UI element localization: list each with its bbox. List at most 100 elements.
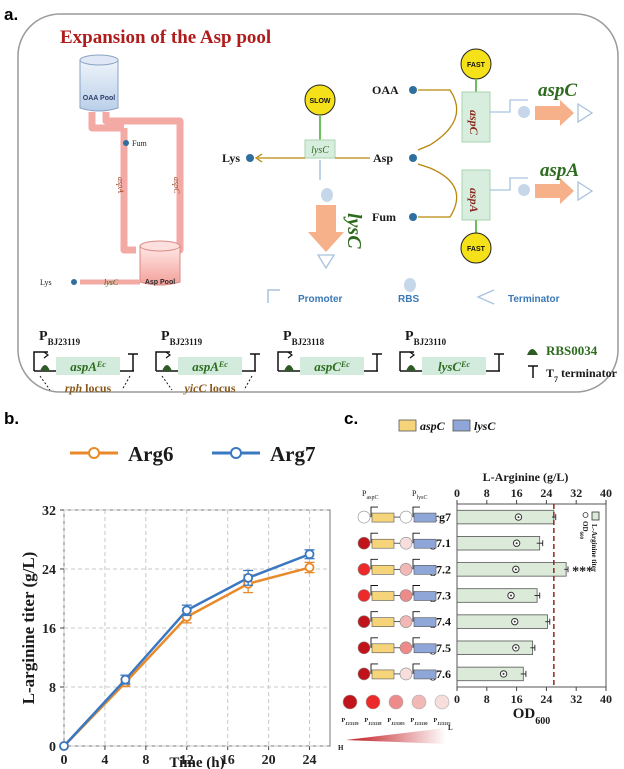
aspC-promoter-arrow xyxy=(370,506,378,518)
bottom-tick-label: 8 xyxy=(484,692,490,706)
locus-word: locus xyxy=(206,381,235,395)
terminator-icon xyxy=(476,289,495,305)
t7-text: T7 terminator xyxy=(546,366,618,384)
locus-name: rph xyxy=(65,381,83,395)
bottom-tick-label: 24 xyxy=(540,692,552,706)
lysC-gene-block xyxy=(413,565,437,575)
promoter-letter: P xyxy=(283,329,292,344)
x-tick-label: 8 xyxy=(142,753,149,768)
panel-c: c. aspC lysC 00881616242432324040L-Argin… xyxy=(338,409,612,752)
construct-gene-box xyxy=(300,357,364,375)
gene-name: aspA xyxy=(70,359,97,374)
strength-dot xyxy=(365,694,381,710)
x-axis-label: Time (h) xyxy=(169,755,224,769)
top-tick-label: 16 xyxy=(511,486,523,500)
aspC-promoter-strength-dot xyxy=(357,510,371,524)
lysC-promoter-strength-dot xyxy=(399,615,413,628)
titer-bar xyxy=(456,536,541,551)
aspA-enzyme-box xyxy=(461,169,491,221)
lysC-promoter-strength-dot xyxy=(399,563,413,576)
bottom-axis-label: OD600 xyxy=(513,706,551,727)
od-point-center xyxy=(515,542,518,545)
top-tick-label: 8 xyxy=(484,486,490,500)
construct-terminator-icon xyxy=(494,353,504,371)
construct-rbs-icon xyxy=(40,365,50,371)
side-od-text: OD xyxy=(581,521,589,532)
top-tick-label: 24 xyxy=(540,486,552,500)
lysC-promoter-arrow xyxy=(412,558,420,570)
strength-label: PJ23105 xyxy=(387,718,405,726)
construct-rbs-icon xyxy=(162,365,172,371)
lysC-promoter-arrow xyxy=(412,611,420,622)
y-tick-label: 32 xyxy=(42,504,56,519)
construct-rbs-icon xyxy=(406,365,416,371)
panel-c-label: c. xyxy=(344,409,358,428)
lysC-gene-block xyxy=(413,538,437,549)
strength-label: PJ23110 xyxy=(411,718,429,726)
promoter-aspC-label: PaspC xyxy=(362,489,378,501)
titer-bar xyxy=(456,562,567,577)
aspC-promoter-strength-dot xyxy=(357,563,371,576)
aspC-gene-arrow xyxy=(535,100,574,126)
aspC-enzyme-box xyxy=(461,91,491,143)
gene-name: aspC xyxy=(314,359,341,374)
promoter-icon xyxy=(267,289,280,303)
aspA-gene-label: aspA xyxy=(540,160,579,181)
aspC-promoter-strength-dot xyxy=(357,615,371,628)
y-tick-label: 8 xyxy=(49,681,56,696)
od-point-center xyxy=(513,620,516,623)
strength-label: PJ23115 xyxy=(434,718,452,726)
promoter-sub: BJ23119 xyxy=(170,337,203,347)
construct-promoter-arrowhead xyxy=(409,351,415,359)
promoter-letter: P xyxy=(405,329,414,344)
data-point xyxy=(243,572,254,583)
lys-dot xyxy=(246,154,254,162)
x-tick-label: 16 xyxy=(221,753,235,768)
lysC-promoter-arrow xyxy=(412,506,420,518)
panel-a-title: Expansion of the Asp pool xyxy=(60,27,271,48)
sub: lysC xyxy=(416,495,427,501)
construct-legend: RBS0034 T7 terminator xyxy=(527,343,618,384)
top-axis-label: L-Arginine (g/L) xyxy=(483,470,569,484)
p: P xyxy=(387,718,391,724)
sub: J23118 xyxy=(368,721,382,726)
strength-dot xyxy=(411,694,427,710)
aspC-enzyme-label: aspC xyxy=(467,110,481,136)
aspC-gene-block xyxy=(371,591,395,601)
side-legend-od-marker xyxy=(582,512,589,518)
t7-icon xyxy=(528,365,538,378)
bottom-tick-label: 40 xyxy=(600,692,612,706)
aspC-promoter-strength-dot xyxy=(357,589,371,602)
legend-marker xyxy=(88,447,100,459)
construct-promoter-icon xyxy=(33,351,48,371)
aspA-promoter xyxy=(490,177,528,191)
lysC-rbs xyxy=(321,188,333,202)
sub: J23119 xyxy=(345,721,359,726)
y-tick-label: 24 xyxy=(42,563,56,578)
x-tick-label: 20 xyxy=(262,753,276,768)
fum-small-label: Fum xyxy=(132,139,147,148)
promoter-sub: BJ23118 xyxy=(292,337,325,347)
lysC-gene-arrow xyxy=(308,205,344,252)
aspC-promoter-arrow xyxy=(370,611,378,622)
titer-bar xyxy=(456,509,555,525)
aspC-gene-label: aspC xyxy=(538,80,577,101)
y-axis-label: L-arginine titer (g/L) xyxy=(19,552,38,705)
lys-label: Lys xyxy=(222,151,240,165)
construct-promoter-label: PBJ23119 xyxy=(39,329,81,347)
top-tick-label: 0 xyxy=(454,486,460,500)
x-tick-label: 24 xyxy=(303,753,317,768)
sub: J23110 xyxy=(414,721,428,726)
lysC-small-label: lysC xyxy=(104,278,119,287)
aspC-promoter-strength-dot xyxy=(357,536,371,550)
asp-tank-top xyxy=(139,240,181,252)
fast-bottom-badge xyxy=(460,232,492,264)
construct-promoter-label: PBJ23118 xyxy=(283,329,325,347)
legend-label: Arg7 xyxy=(270,442,316,466)
